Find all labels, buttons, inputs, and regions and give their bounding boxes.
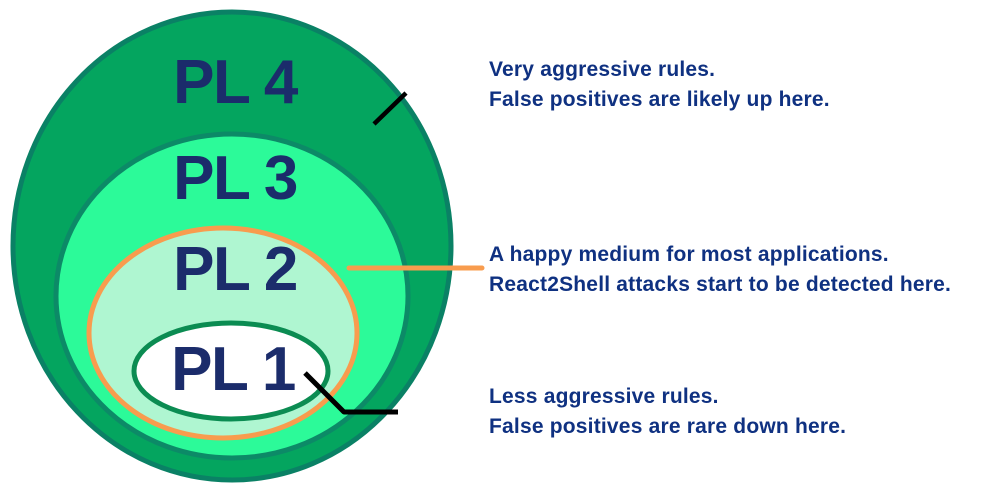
connector-pl1-line (303, 371, 398, 415)
annotation-pl1-line2: False positives are rare down here. (489, 415, 847, 438)
pl3-label: PL 3 (173, 144, 297, 213)
annotation-pl4: Very aggressive rules. False positives a… (489, 55, 830, 115)
pl1-label: PL 1 (171, 335, 295, 404)
annotation-pl1: Less aggressive rules. False positives a… (489, 382, 846, 442)
annotation-pl1-line1: Less aggressive rules. (489, 385, 719, 408)
pl2-label: PL 2 (173, 235, 297, 304)
pl1-ellipse (131, 320, 331, 422)
annotation-pl2-line2: React2Shell attacks start to be detected… (489, 273, 952, 296)
annotation-pl4-line1: Very aggressive rules. (489, 58, 716, 81)
annotation-pl2: A happy medium for most applications. Re… (489, 240, 951, 300)
annotation-pl2-line1: A happy medium for most applications. (489, 243, 889, 266)
connector-pl4-line (372, 91, 408, 126)
annotation-pl4-line2: False positives are likely up here. (489, 88, 830, 111)
pl4-label: PL 4 (173, 48, 299, 117)
